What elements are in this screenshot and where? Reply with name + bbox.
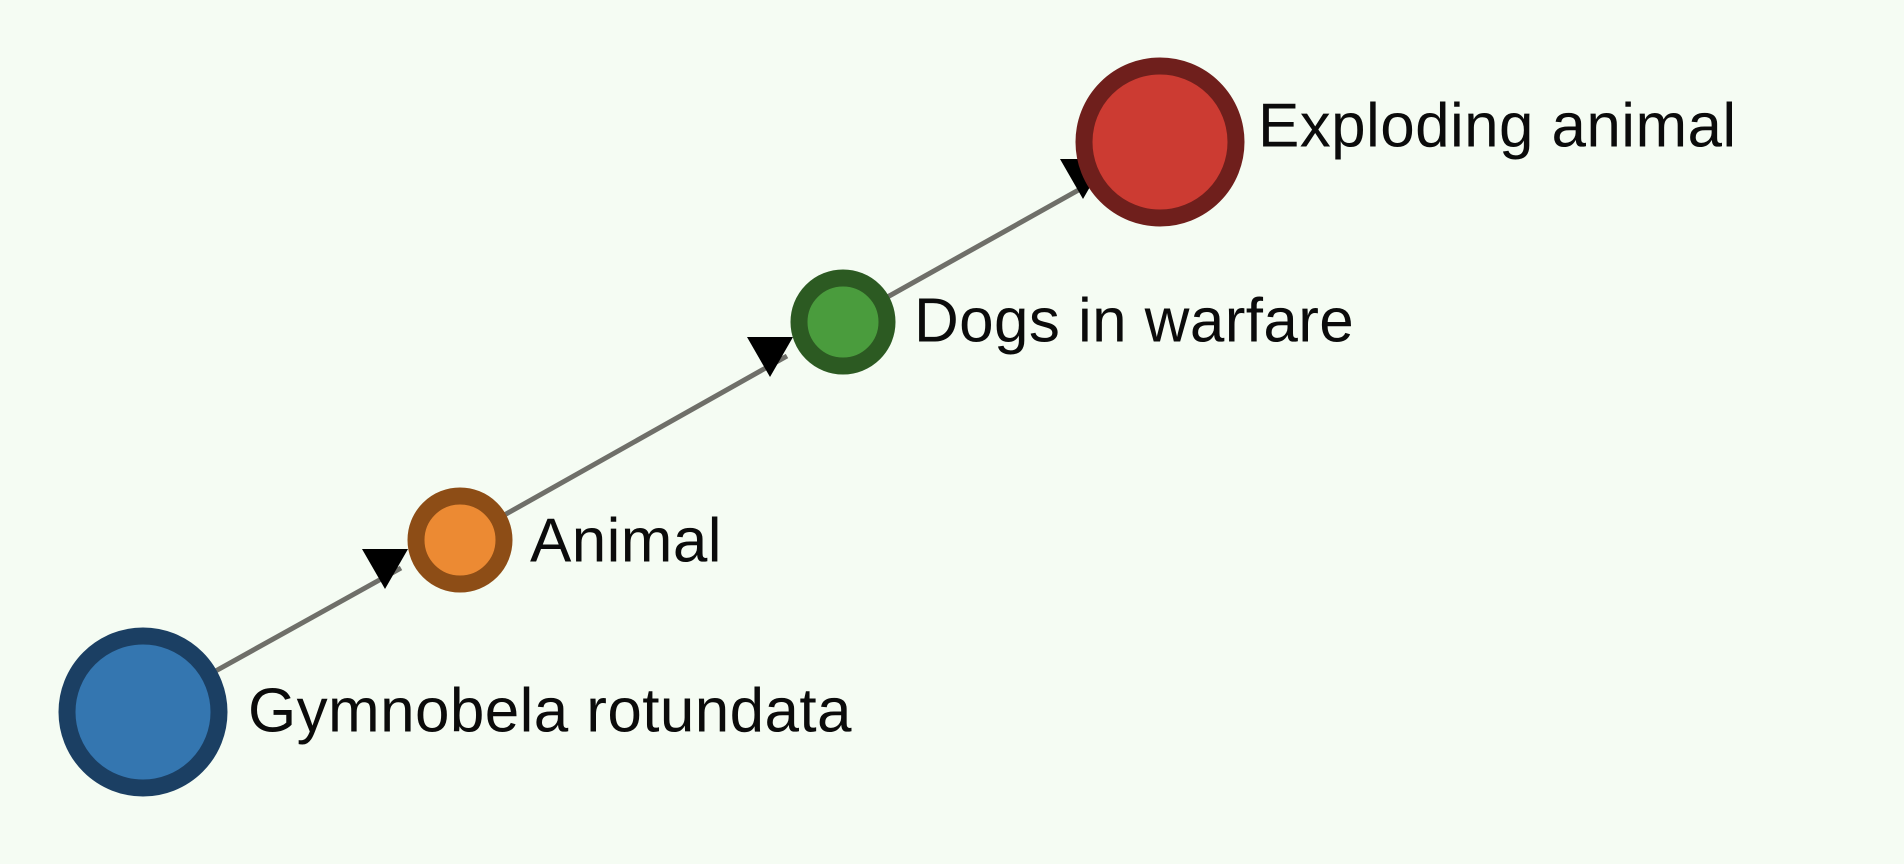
edge-gymnobela-to-animal-arrowhead [362,549,408,589]
node-exploding-animal[interactable] [1075,57,1245,227]
edge-animal-to-dogs [497,353,789,521]
nodes-layer [58,57,1245,797]
node-animal[interactable] [407,487,513,593]
edges-layer [210,175,1102,676]
labels-layer: Gymnobela rotundata Animal Dogs in warfare… [248,91,1737,745]
node-dogs-in-warfare[interactable] [790,269,896,375]
node-label-gymnobela-rotundata: Gymnobela rotundata [248,676,852,745]
node-label-animal: Animal [530,506,722,575]
edge-animal-to-dogs-arrowhead [747,337,793,377]
edge-gymnobela-to-animal [210,565,403,676]
node-gymnobela-rotundata[interactable] [58,627,228,797]
node-label-dogs-in-warfare: Dogs in warfare [914,286,1354,355]
node-label-exploding-animal: Exploding animal [1258,91,1737,160]
edge-dogs-to-exploding [880,175,1102,303]
